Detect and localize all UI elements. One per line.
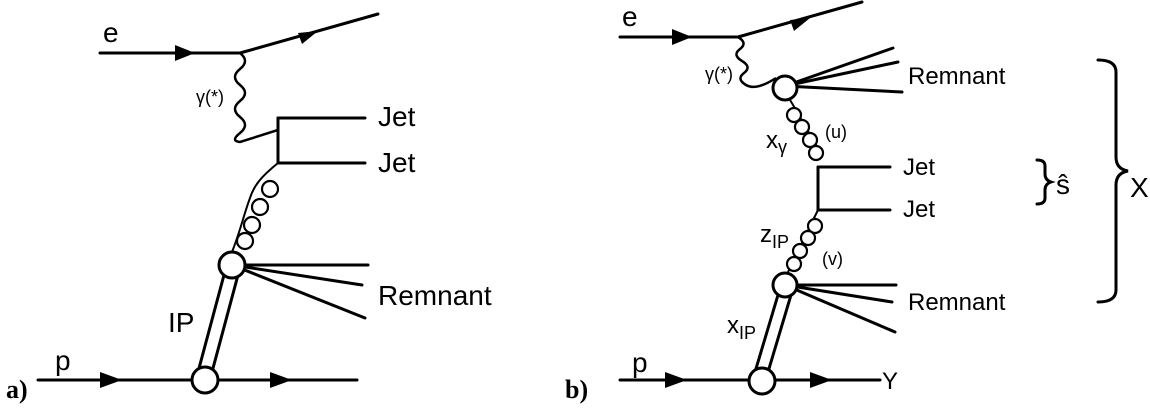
jet1-label: Jet bbox=[378, 101, 416, 132]
panel-a-label: a) bbox=[6, 375, 28, 404]
photon-remnant-label: Remnant bbox=[908, 63, 1006, 90]
arrow-icon bbox=[672, 29, 692, 45]
y-label: Y bbox=[882, 368, 898, 395]
gluon-loop bbox=[785, 255, 803, 273]
x-gamma-label: xγ bbox=[766, 127, 787, 157]
gluon-path bbox=[231, 162, 279, 253]
proton-vertex bbox=[747, 366, 777, 396]
electron-label: e bbox=[103, 17, 119, 48]
panel-b: e γ(*) Remnant xγ (u) Jet Jet zIP (v) Re… bbox=[565, 0, 1149, 404]
arrow-icon bbox=[100, 372, 122, 388]
x-brace bbox=[1096, 58, 1129, 304]
electron-label: e bbox=[622, 1, 638, 32]
panel-b-label: b) bbox=[565, 375, 588, 404]
upper-gluon-chain bbox=[785, 99, 825, 162]
pomeron-label: IP bbox=[168, 307, 194, 338]
gluon-loop bbox=[793, 118, 811, 136]
pomeron-line bbox=[753, 293, 780, 374]
gluon-loop bbox=[799, 229, 817, 247]
pomeron-line bbox=[766, 293, 793, 374]
panel-a: e γ(*) Jet Jet IP Remnant p a) bbox=[6, 12, 492, 404]
jet2-label: Jet bbox=[903, 196, 935, 223]
remnant-line bbox=[783, 46, 895, 88]
s-hat-brace bbox=[1035, 158, 1056, 206]
gluon-loop bbox=[801, 131, 819, 149]
z-pomeron-label: zIP bbox=[760, 221, 789, 252]
u-label: (u) bbox=[825, 122, 847, 142]
gluon-loop bbox=[806, 217, 824, 235]
remnant-line bbox=[783, 60, 900, 88]
arrow-icon bbox=[298, 31, 318, 44]
pomeron-vertex bbox=[771, 271, 799, 299]
remnant-line bbox=[783, 283, 894, 304]
gluon-loop bbox=[260, 179, 280, 199]
remnant-line bbox=[230, 263, 367, 320]
jet1-label: Jet bbox=[903, 154, 935, 181]
photon-label: γ(*) bbox=[196, 87, 224, 107]
proton-label: p bbox=[632, 347, 648, 378]
gluon-chain bbox=[231, 162, 280, 253]
photon-vertex bbox=[771, 74, 799, 102]
remnant-label: Remnant bbox=[378, 280, 492, 311]
v-label: (v) bbox=[822, 249, 843, 269]
gluon-loop bbox=[250, 197, 270, 217]
gluon-loop bbox=[791, 242, 809, 260]
gluon-loop bbox=[235, 231, 255, 251]
jet2-label: Jet bbox=[378, 147, 416, 178]
proton-label: p bbox=[55, 345, 71, 376]
x-pomeron-label: xIP bbox=[727, 312, 756, 343]
pomeron-vertex bbox=[217, 250, 247, 280]
gluon-loop bbox=[807, 144, 825, 162]
pomeron-line bbox=[196, 273, 226, 374]
remnant-line bbox=[783, 84, 904, 94]
photon-label: γ(*) bbox=[705, 64, 733, 84]
arrow-icon bbox=[175, 45, 195, 61]
arrow-icon bbox=[810, 372, 832, 388]
photon-propagator bbox=[233, 52, 280, 144]
proton-vertex bbox=[190, 365, 220, 395]
pomeron-line bbox=[210, 273, 240, 374]
s-hat-label: ŝ bbox=[1056, 169, 1070, 200]
arrow-icon bbox=[790, 18, 810, 31]
arrow-icon bbox=[665, 372, 687, 388]
gluon-loop bbox=[242, 215, 262, 235]
photon-propagator bbox=[735, 35, 777, 89]
gluon-loop bbox=[785, 106, 803, 124]
x-system-label: X bbox=[1130, 172, 1149, 203]
remnant-line bbox=[783, 283, 897, 334]
lower-gluon-chain bbox=[785, 209, 824, 273]
proton-remnant-label: Remnant bbox=[908, 289, 1006, 316]
remnant-line bbox=[230, 263, 364, 287]
arrow-icon bbox=[270, 372, 292, 388]
